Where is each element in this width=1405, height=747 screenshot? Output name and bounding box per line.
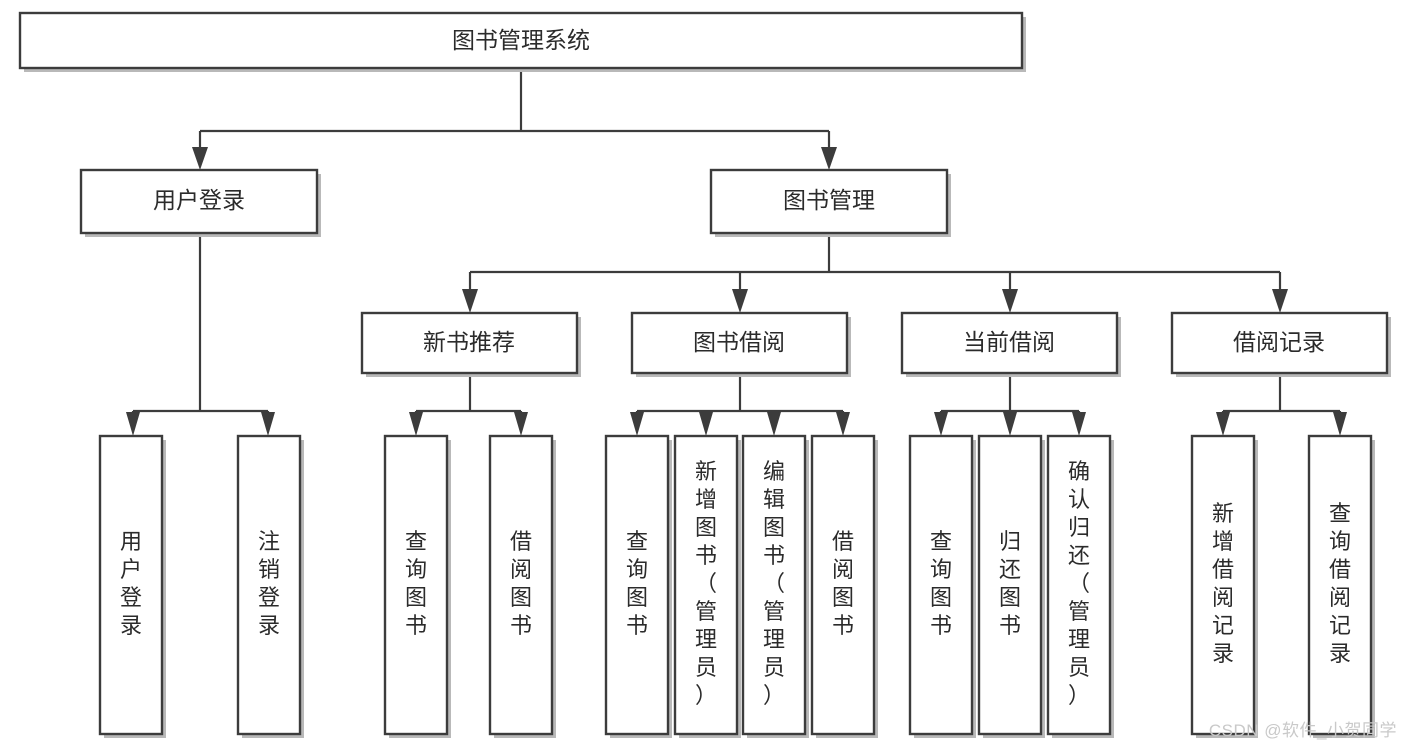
leaf-add-book-label: 新增图书（管理员） [695, 459, 717, 708]
leaf-return-book[interactable]: 归还图书 [977, 434, 1045, 738]
leaf-return-book-box[interactable] [977, 434, 1043, 736]
arrow-to-leaf-edit-book [767, 412, 781, 436]
leaf-query-book-borrow-label: 查询图书 [626, 529, 648, 638]
arrow-to-leaf-query-book-1 [409, 412, 423, 436]
node-new-book-recommend[interactable]: 新书推荐 [360, 311, 581, 377]
node-book-borrow[interactable]: 图书借阅 [630, 311, 851, 377]
leaf-confirm-return-label: 确认归还（管理员） [1068, 459, 1090, 708]
leaf-edit-book[interactable]: 编辑图书（管理员） [741, 434, 809, 738]
arrow-to-leaf-logout [261, 412, 275, 436]
arrow-to-leaf-add-book [699, 412, 713, 436]
leaf-query-borrow-record-label: 查询借阅记录 [1329, 501, 1351, 666]
arrow-to-leaf-add-record [1216, 412, 1230, 436]
leaf-logout[interactable]: 注销登录 [236, 434, 304, 738]
user-login-label: 用户登录 [153, 187, 245, 213]
leaf-add-book[interactable]: 新增图书（管理员） [673, 434, 741, 738]
leaf-borrow-book-newbook-box[interactable] [488, 434, 554, 736]
leaf-query-book-current-box[interactable] [908, 434, 974, 736]
leaf-return-book-label: 归还图书 [999, 529, 1021, 638]
leaf-add-book-box[interactable] [673, 434, 739, 736]
book-management-box[interactable] [709, 168, 949, 235]
leaf-user-login-box[interactable] [98, 434, 164, 736]
leaf-borrow-book-borrow-label: 借阅图书 [832, 529, 854, 638]
leaf-edit-book-label: 编辑图书（管理员） [763, 459, 785, 708]
arrow-to-leaf-user-login [126, 412, 140, 436]
leaf-query-borrow-record[interactable]: 查询借阅记录 [1307, 434, 1375, 738]
leaf-borrow-book-newbook[interactable]: 借阅图书 [488, 434, 556, 738]
root-label: 图书管理系统 [452, 27, 590, 53]
leaf-logout-box[interactable] [236, 434, 302, 736]
leaf-logout-label: 注销登录 [258, 529, 280, 638]
leaf-add-borrow-record[interactable]: 新增借阅记录 [1190, 434, 1258, 738]
user-login-box[interactable] [79, 168, 319, 235]
current-borrow-box[interactable] [900, 311, 1119, 375]
book-borrow-label: 图书借阅 [693, 329, 785, 355]
arrow-to-borrow [732, 289, 748, 313]
node-current-borrow[interactable]: 当前借阅 [900, 311, 1121, 377]
leaf-query-borrow-record-box[interactable] [1307, 434, 1373, 736]
leaf-query-book-newbook[interactable]: 查询图书 [383, 434, 451, 738]
leaf-borrow-book-newbook-label: 借阅图书 [510, 529, 532, 638]
root-box[interactable] [18, 11, 1024, 70]
leaf-add-borrow-record-box[interactable] [1190, 434, 1256, 736]
arrow-to-leaf-confirm-return [1072, 412, 1086, 436]
borrow-record-label: 借阅记录 [1233, 329, 1325, 355]
node-root[interactable]: 图书管理系统 [18, 11, 1026, 72]
leaf-query-book-borrow[interactable]: 查询图书 [604, 434, 672, 738]
leaf-borrow-book-borrow-box[interactable] [810, 434, 876, 736]
node-user-login[interactable]: 用户登录 [79, 168, 321, 237]
node-book-management[interactable]: 图书管理 [709, 168, 951, 237]
arrow-to-leaf-query-record [1333, 412, 1347, 436]
leaf-borrow-book-borrow[interactable]: 借阅图书 [810, 434, 878, 738]
node-borrow-record[interactable]: 借阅记录 [1170, 311, 1391, 377]
arrow-to-user-login [192, 147, 208, 170]
arrow-to-book-mgmt [821, 147, 837, 170]
leaf-query-book-newbook-label: 查询图书 [405, 529, 427, 638]
leaf-edit-book-box[interactable] [741, 434, 807, 736]
arrow-to-leaf-return-book [1003, 412, 1017, 436]
connector-layer [126, 68, 1347, 436]
borrow-record-box[interactable] [1170, 311, 1389, 375]
leaf-query-book-borrow-box[interactable] [604, 434, 670, 736]
leaf-query-book-current-label: 查询图书 [930, 529, 952, 638]
arrow-to-newbook [462, 289, 478, 313]
leaf-user-login-label: 用户登录 [120, 529, 142, 638]
leaf-query-book-current[interactable]: 查询图书 [908, 434, 976, 738]
leaf-confirm-return[interactable]: 确认归还（管理员） [1046, 434, 1114, 738]
leaf-user-login[interactable]: 用户登录 [98, 434, 166, 738]
arrow-to-leaf-query-book-3 [934, 412, 948, 436]
leaf-confirm-return-box[interactable] [1046, 434, 1112, 736]
book-management-label: 图书管理 [783, 187, 875, 213]
leaf-query-book-newbook-box[interactable] [383, 434, 449, 736]
arrow-to-leaf-borrow-book-2 [836, 412, 850, 436]
arrow-to-leaf-borrow-book-1 [514, 412, 528, 436]
leaf-add-borrow-record-label: 新增借阅记录 [1212, 501, 1234, 666]
new-book-recommend-label: 新书推荐 [423, 329, 515, 355]
book-borrow-box[interactable] [630, 311, 849, 375]
arrow-to-record [1272, 289, 1288, 313]
current-borrow-label: 当前借阅 [963, 329, 1055, 355]
new-book-recommend-box[interactable] [360, 311, 579, 375]
arrow-to-leaf-query-book-2 [630, 412, 644, 436]
arrow-to-current [1002, 289, 1018, 313]
